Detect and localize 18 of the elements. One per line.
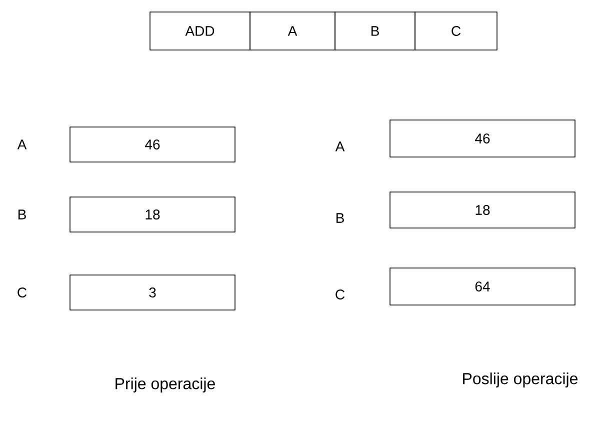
instruction-cell: C xyxy=(414,12,498,50)
register-box: 18 xyxy=(70,196,236,232)
register-box: 3 xyxy=(70,274,236,310)
instruction-cell: B xyxy=(334,12,416,50)
register-name: C xyxy=(18,288,27,298)
register-name: B xyxy=(336,213,344,223)
caption: Poslije operacije xyxy=(463,372,578,388)
register-name: A xyxy=(335,142,345,152)
caption: Prije operacije xyxy=(116,378,215,392)
register-box: 46 xyxy=(70,126,236,162)
instruction-cell: ADD xyxy=(150,12,250,50)
instruction-cell: A xyxy=(250,12,336,50)
register-box: 18 xyxy=(390,192,576,228)
register-box: 64 xyxy=(390,268,576,306)
register-name: B xyxy=(18,210,26,220)
register-name: C xyxy=(336,290,345,300)
register-name: A xyxy=(17,140,27,150)
register-box: 46 xyxy=(390,120,576,158)
